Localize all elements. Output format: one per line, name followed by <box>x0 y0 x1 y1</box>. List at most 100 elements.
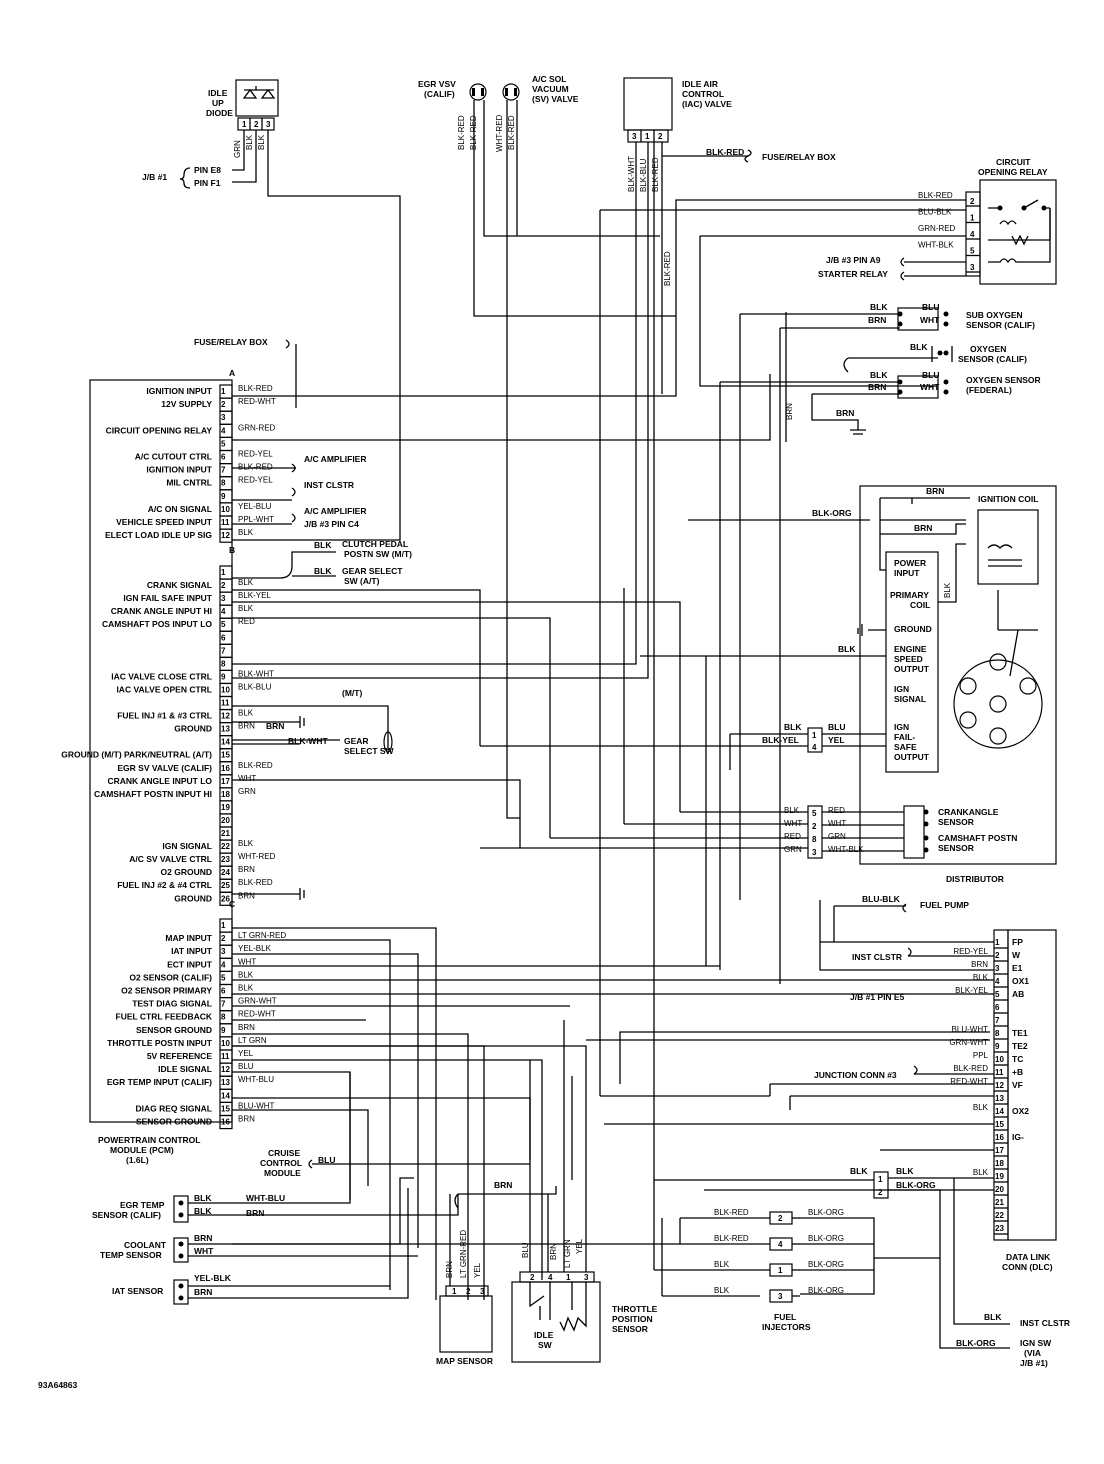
dist-right-wire: WHT-BLK <box>828 845 864 854</box>
pcm-pin-number: 5 <box>221 973 226 982</box>
pcm-pin-number: 3 <box>221 947 226 956</box>
pcm-pin-label: FUEL INJ #2 & #4 CTRL <box>117 880 212 890</box>
egr-temp-blk-2: BLK <box>194 1206 212 1216</box>
map-wire-lt-grn-red: LT GRN-RED <box>459 1230 468 1278</box>
dlc-pin-number: 7 <box>995 1016 1000 1025</box>
pcm-title-2: MODULE (PCM) <box>110 1145 174 1155</box>
fuel-pump-label: FUEL PUMP <box>920 900 969 910</box>
dlc-terminal-label: TE2 <box>1012 1041 1028 1051</box>
jb1-label: J/B #1 <box>142 172 167 182</box>
gear-sel-blk-wht: BLK-WHT <box>288 736 328 746</box>
iac-pin-2: 2 <box>658 132 663 141</box>
map-brn-top: BRN <box>494 1180 512 1190</box>
pcm-pin-number: 8 <box>221 479 226 488</box>
dist-pin-number: 5 <box>812 809 817 818</box>
map-sensor-label: MAP SENSOR <box>436 1356 493 1366</box>
pcm-pin-number: 23 <box>221 855 230 864</box>
crankangle-label-2: SENSOR <box>938 817 974 827</box>
dist-conn <box>807 805 823 859</box>
pcm-pin-number: 3 <box>221 413 226 422</box>
igniter-fail-2: FAIL- <box>894 732 915 742</box>
igniter-fail-4: OUTPUT <box>894 752 930 762</box>
pcm-pin-number: 2 <box>221 400 226 409</box>
dlc-terminal-label: TE1 <box>1012 1028 1028 1038</box>
dlc-pin-number: 2 <box>995 951 1000 960</box>
cor-pin-wire: GRN-RED <box>918 224 956 233</box>
egr-temp-wht-blu: WHT-BLU <box>246 1193 285 1203</box>
cor-title-2: OPENING RELAY <box>978 167 1048 177</box>
o2-fed-blk: BLK <box>870 370 888 380</box>
injector-pin: 1 <box>778 1266 783 1275</box>
dist-pin-number: 2 <box>812 822 817 831</box>
pcm-pin-wire: PPL-WHT <box>238 515 274 524</box>
igniter-box <box>885 551 939 773</box>
cor-switch <box>988 199 1051 264</box>
dlc-terminal-label: OX1 <box>1012 976 1029 986</box>
pcm-pin-wire: BLK <box>238 970 254 979</box>
pcm-pin-wire: BLK-BLU <box>238 682 272 691</box>
distributor-box <box>859 485 1057 865</box>
iac-wire-2: BLK-BLU <box>639 158 648 192</box>
iac-label-2: CONTROL <box>682 89 724 99</box>
dlc-terminal-label: TC <box>1012 1054 1023 1064</box>
map-pin-2: 2 <box>466 1287 471 1296</box>
tps-box <box>511 1281 601 1363</box>
pcm-pin-wire: YEL-BLU <box>238 502 272 511</box>
pcm-pin-wire: GRN <box>238 787 256 796</box>
o2-calif-label-1: OXYGEN <box>970 344 1006 354</box>
diode-wire-grn: GRN <box>233 140 242 158</box>
dist-left-wire: BLK <box>784 806 800 815</box>
igniter-primary-2: COIL <box>910 600 930 610</box>
o2-fed-wht: WHT <box>920 382 940 392</box>
pcm-pin-box <box>219 1114 233 1130</box>
top-blk-red: BLK-RED <box>706 147 744 157</box>
pcm-pin-label: CAMSHAFT POSTN INPUT HI <box>94 789 212 799</box>
injector-left-wire: BLK-RED <box>714 1234 749 1243</box>
iac-label-3: (IAC) VALVE <box>682 99 732 109</box>
pcm-pin-number: 21 <box>221 829 230 838</box>
igniter-conn-pin-1: 1 <box>812 731 817 740</box>
pcm-pin-label: THROTTLE POSTN INPUT <box>107 1038 213 1048</box>
jb3-c4: J/B #3 PIN C4 <box>304 519 359 529</box>
pcm-pin-number: 16 <box>221 1118 230 1127</box>
dlc-wire-label: RED-YEL <box>953 947 988 956</box>
pcm-pin-number: 3 <box>221 594 226 603</box>
pcm-pin-number: 13 <box>221 725 230 734</box>
dlc-pin-number: 23 <box>995 1224 1004 1233</box>
pcm-pin-label: IGNITION INPUT <box>146 386 212 396</box>
gear-at-blk: BLK <box>314 566 332 576</box>
dlc-pin-number: 22 <box>995 1211 1004 1220</box>
map-pin-1: 1 <box>452 1287 457 1296</box>
tps-pin-1: 1 <box>566 1273 571 1282</box>
injectors-title-2: INJECTORS <box>762 1322 811 1332</box>
injector-right-wire: BLK-ORG <box>808 1260 844 1269</box>
idle-up-diode-label-3: DIODE <box>206 108 233 118</box>
pcm-pin-number: 15 <box>221 1104 230 1113</box>
egr-temp-label-1: EGR TEMP <box>120 1200 165 1210</box>
tps-label-2: POSITION <box>612 1314 653 1324</box>
dlc-pin-number: 8 <box>995 1029 1000 1038</box>
pcm-pin-label: A/C CUTOUT CTRL <box>135 452 212 462</box>
igniter-ground: GROUND <box>894 624 932 634</box>
iat-brn: BRN <box>194 1287 212 1297</box>
pcm-pin-number: 17 <box>221 777 230 786</box>
dlc-terminal-label: AB <box>1012 989 1024 999</box>
pcm-pin-wire: BRN <box>238 1023 255 1032</box>
dist-right-wire: RED <box>828 806 845 815</box>
pcm-pin-number: 10 <box>221 685 230 694</box>
igniter-engine-1: ENGINE <box>894 644 927 654</box>
ac-wire-2: BLK-RED <box>507 115 516 150</box>
idle-up-diode-label-1: IDLE <box>208 88 228 98</box>
injector-right-wire: BLK-ORG <box>808 1234 844 1243</box>
diode-pin-2: 2 <box>254 120 259 129</box>
o2-brn-vert: BRN <box>785 403 794 420</box>
pcm-pin-label: FUEL INJ #1 & #3 CTRL <box>117 711 212 721</box>
cor-connector <box>965 191 981 277</box>
pcm-pin-number: 12 <box>221 1065 230 1074</box>
junction-conn-label: JUNCTION CONN #3 <box>814 1070 897 1080</box>
distributor-cap <box>953 659 1043 749</box>
diode-pin-3: 3 <box>266 120 271 129</box>
fuse-relay-box-left: FUSE/RELAY BOX <box>194 337 268 347</box>
pcm-pin-number: 1 <box>221 387 226 396</box>
pcm-conn-c-label: C <box>229 899 235 909</box>
